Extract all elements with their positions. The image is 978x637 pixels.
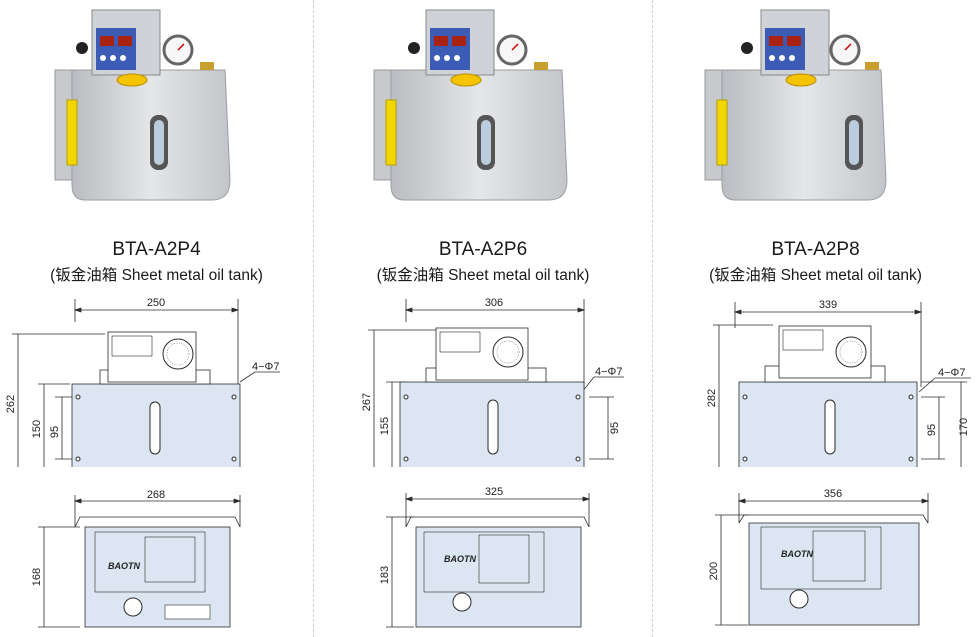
bottom-view-drawing: BAOTN 356 200: [708, 488, 930, 626]
height-dimension: 262: [5, 395, 17, 413]
tank-height-dimension: 155: [379, 417, 391, 435]
width-dimension: 306: [485, 297, 503, 309]
product-photo: [373, 9, 568, 201]
bottom-view-drawing: BAOTN 268 168: [31, 489, 242, 628]
bottom-depth-dimension: 200: [708, 562, 720, 580]
tank-height-dimension: 170: [958, 418, 970, 436]
model-column-2: BTA-A2P6 (钣金油箱 Sheet metal oil tank) 306…: [314, 0, 652, 637]
model-column-3: BTA-A2P8 (钣金油箱 Sheet metal oil tank) 339…: [653, 0, 978, 637]
model-subtitle: (钣金油箱 Sheet metal oil tank): [376, 267, 590, 284]
column-separator: [313, 0, 314, 637]
hole-callout: 4−Φ7: [252, 361, 279, 373]
hole-callout: 4−Φ7: [595, 366, 622, 378]
width-dimension: 339: [819, 299, 837, 311]
model-name: BTA-A2P4: [112, 239, 201, 260]
bottom-width-dimension: 268: [147, 489, 165, 501]
bottom-depth-dimension: 168: [31, 568, 43, 586]
product-photo: [54, 9, 231, 201]
brand-logo: BAOTN: [108, 561, 140, 571]
mount-spacing-dimension: 95: [609, 422, 621, 434]
front-view-drawing: 250 262 150 95 4−Φ7: [5, 297, 280, 467]
height-dimension: 267: [361, 393, 373, 411]
column-separator: [652, 0, 653, 637]
bottom-width-dimension: 356: [824, 488, 842, 500]
height-dimension: 282: [706, 389, 718, 407]
model-name: BTA-A2P6: [438, 239, 528, 260]
brand-logo: BAOTN: [781, 549, 813, 559]
model-subtitle: (钣金油箱 Sheet metal oil tank): [709, 267, 922, 284]
model-column-1: BTA-A2P4 (钣金油箱 Sheet metal oil tank) 250…: [0, 0, 313, 637]
bottom-width-dimension: 325: [485, 487, 503, 498]
mount-spacing-dimension: 95: [926, 424, 938, 436]
front-view-drawing: 306 267 155 95 4−Φ7: [361, 297, 624, 467]
product-photo: [704, 9, 887, 201]
width-dimension: 250: [147, 297, 165, 309]
hole-callout: 4−Φ7: [938, 367, 965, 379]
model-name: BTA-A2P8: [771, 239, 860, 260]
tank-height-dimension: 150: [31, 420, 43, 438]
front-view-drawing: 339 282 95 170 4−Φ7: [706, 299, 971, 467]
brand-logo: BAOTN: [444, 554, 476, 564]
bottom-view-drawing: BAOTN 325 183: [379, 487, 591, 628]
bottom-depth-dimension: 183: [379, 566, 391, 584]
mount-spacing-dimension: 95: [49, 426, 61, 438]
model-subtitle: (钣金油箱 Sheet metal oil tank): [50, 267, 263, 284]
